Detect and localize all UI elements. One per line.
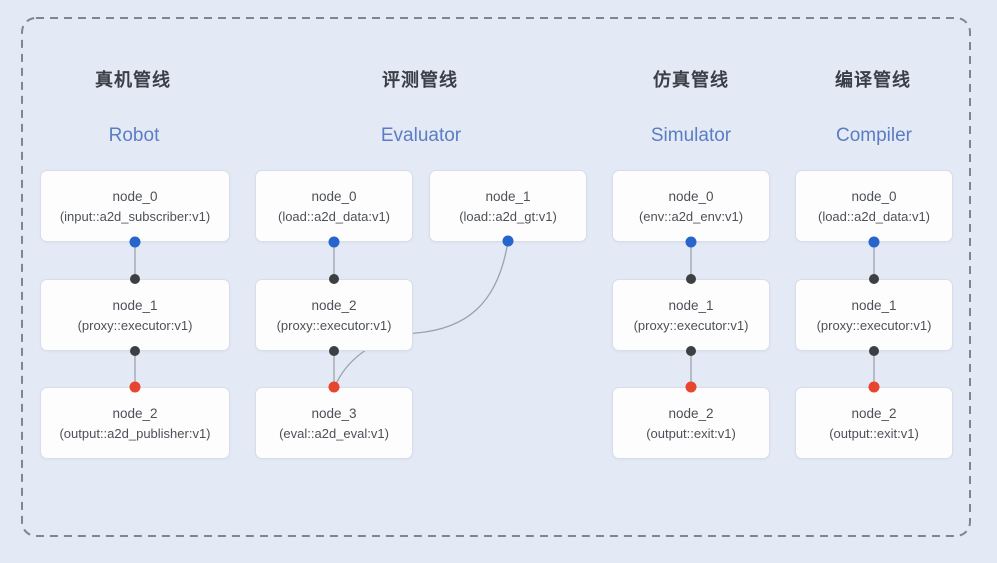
pipeline-title-cn-robot: 真机管线 — [95, 70, 171, 90]
node-box-evaluator-node1[interactable]: node_1 (load::a2d_gt:v1) — [429, 170, 587, 242]
node-box-robot-node2[interactable]: node_2 (output::a2d_publisher:v1) — [40, 387, 230, 459]
node-box-simulator-node2[interactable]: node_2 (output::exit:v1) — [612, 387, 770, 459]
node-box-compiler-node2[interactable]: node_2 (output::exit:v1) — [795, 387, 953, 459]
node-type: (output::a2d_publisher:v1) — [59, 425, 211, 441]
node-type: (proxy::executor:v1) — [77, 317, 193, 333]
node-type: (proxy::executor:v1) — [276, 317, 392, 333]
node-type: (eval::a2d_eval:v1) — [279, 425, 389, 441]
node-type: (output::exit:v1) — [646, 425, 736, 441]
node-label: node_0 — [311, 188, 357, 204]
edge-evaluator-n1-n3 — [334, 240, 509, 387]
output-port-dot — [129, 236, 141, 248]
node-type: (env::a2d_env:v1) — [638, 208, 744, 224]
node-label: node_2 — [851, 405, 897, 421]
node-type: (proxy::executor:v1) — [816, 317, 932, 333]
node-type: (load::a2d_data:v1) — [277, 208, 391, 224]
node-type: (input::a2d_subscriber:v1) — [59, 208, 211, 224]
output-port-dot — [685, 236, 697, 248]
pipeline-title-en-evaluator: Evaluator — [380, 125, 462, 146]
node-label: node_1 — [112, 297, 158, 313]
pipeline-title-cn-evaluator: 评测管线 — [382, 70, 458, 90]
node-box-evaluator-node3[interactable]: node_3 (eval::a2d_eval:v1) — [255, 387, 413, 459]
node-box-evaluator-node2[interactable]: node_2 (proxy::executor:v1) — [255, 279, 413, 351]
input-port-dot — [130, 274, 140, 284]
node-type: (proxy::executor:v1) — [633, 317, 749, 333]
pipeline-title-en-compiler: Compiler — [835, 125, 913, 146]
node-box-compiler-node1[interactable]: node_1 (proxy::executor:v1) — [795, 279, 953, 351]
node-label: node_0 — [668, 188, 714, 204]
terminal-port-dot — [328, 381, 340, 393]
node-box-simulator-node1[interactable]: node_1 (proxy::executor:v1) — [612, 279, 770, 351]
pipeline-title-cn-simulator: 仿真管线 — [653, 70, 729, 90]
input-port-dot — [686, 274, 696, 284]
node-box-robot-node1[interactable]: node_1 (proxy::executor:v1) — [40, 279, 230, 351]
node-label: node_2 — [668, 405, 714, 421]
pipeline-title-cn-compiler: 编译管线 — [835, 70, 911, 90]
pipeline-title-en-simulator: Simulator — [650, 125, 732, 146]
node-box-robot-node0[interactable]: node_0 (input::a2d_subscriber:v1) — [40, 170, 230, 242]
node-label: node_1 — [668, 297, 714, 313]
node-label: node_1 — [851, 297, 897, 313]
terminal-port-dot — [868, 381, 880, 393]
terminal-port-dot — [685, 381, 697, 393]
input-port-dot — [686, 346, 696, 356]
output-port-dot — [502, 235, 514, 247]
node-type: (output::exit:v1) — [829, 425, 919, 441]
input-port-dot — [869, 274, 879, 284]
terminal-port-dot — [129, 381, 141, 393]
node-type: (load::a2d_data:v1) — [817, 208, 931, 224]
node-label: node_1 — [485, 188, 531, 204]
pipeline-title-en-robot: Robot — [108, 125, 160, 146]
node-label: node_3 — [311, 405, 357, 421]
node-box-simulator-node0[interactable]: node_0 (env::a2d_env:v1) — [612, 170, 770, 242]
node-type: (load::a2d_gt:v1) — [459, 208, 557, 224]
node-label: node_0 — [112, 188, 158, 204]
node-box-evaluator-node0[interactable]: node_0 (load::a2d_data:v1) — [255, 170, 413, 242]
output-port-dot — [328, 236, 340, 248]
output-port-dot — [868, 236, 880, 248]
node-label: node_2 — [112, 405, 158, 421]
node-box-compiler-node0[interactable]: node_0 (load::a2d_data:v1) — [795, 170, 953, 242]
input-port-dot — [130, 346, 140, 356]
node-label: node_2 — [311, 297, 357, 313]
input-port-dot — [869, 346, 879, 356]
input-port-dot — [329, 346, 339, 356]
input-port-dot — [329, 274, 339, 284]
node-label: node_0 — [851, 188, 897, 204]
